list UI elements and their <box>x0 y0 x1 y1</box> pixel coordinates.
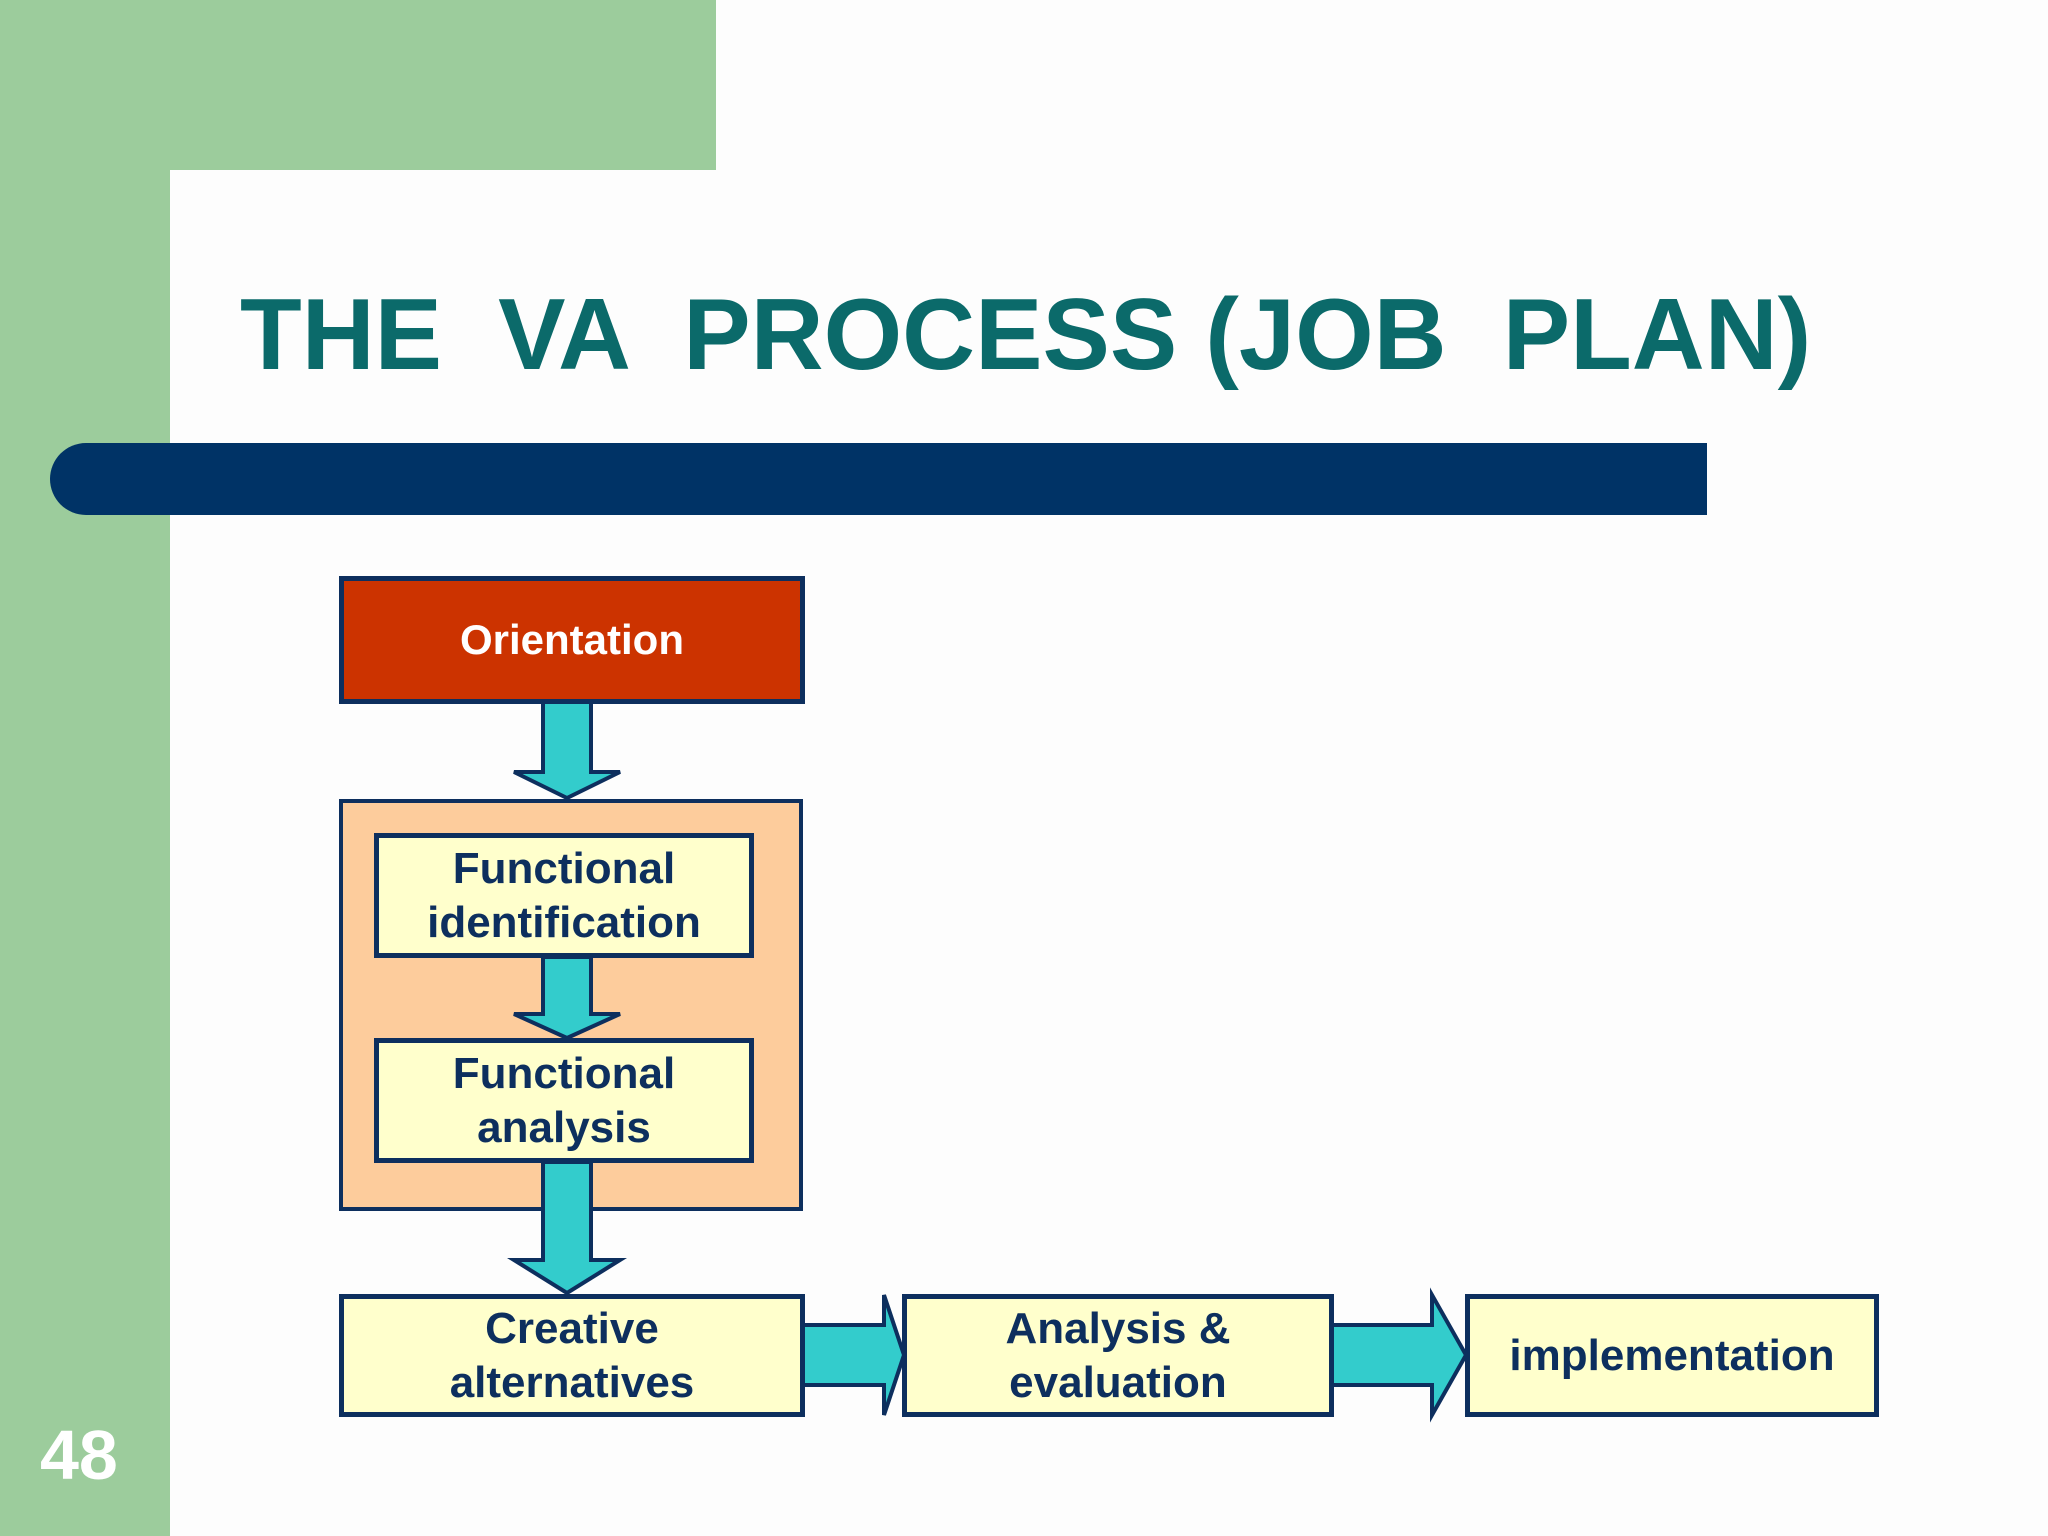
step-analysis-evaluation: Analysis & evaluation <box>902 1294 1334 1417</box>
step-implementation-label: implementation <box>1509 1330 1835 1380</box>
arrow-down-analysis-to-creative <box>507 1160 627 1296</box>
title-underline-bar <box>50 443 1707 515</box>
step-functional-identification: Functional identification <box>374 833 754 958</box>
step-functional-analysis-label: Functional analysis <box>452 1048 676 1152</box>
arrow-right-creative-to-analysis-evaluation <box>798 1294 907 1416</box>
arrow-down-identification-to-analysis <box>513 955 621 1041</box>
step-orientation: Orientation <box>339 576 805 704</box>
arrow-right-analysis-evaluation-to-implementation <box>1328 1287 1469 1423</box>
step-functional-analysis: Functional analysis <box>374 1038 754 1163</box>
step-implementation: implementation <box>1465 1294 1879 1417</box>
green-left-sidebar <box>0 0 170 1536</box>
step-analysis-evaluation-label: Analysis & evaluation <box>1005 1303 1231 1407</box>
step-functional-identification-label: Functional identification <box>427 843 701 947</box>
slide-title: THE VA PROCESS (JOB PLAN) <box>240 279 1812 391</box>
step-creative-alternatives: Creative alternatives <box>339 1294 805 1417</box>
step-orientation-label: Orientation <box>459 616 684 663</box>
arrow-down-orientation-to-identification <box>513 700 621 801</box>
slide-number: 48 <box>40 1416 118 1494</box>
step-creative-alternatives-label: Creative alternatives <box>449 1303 695 1407</box>
